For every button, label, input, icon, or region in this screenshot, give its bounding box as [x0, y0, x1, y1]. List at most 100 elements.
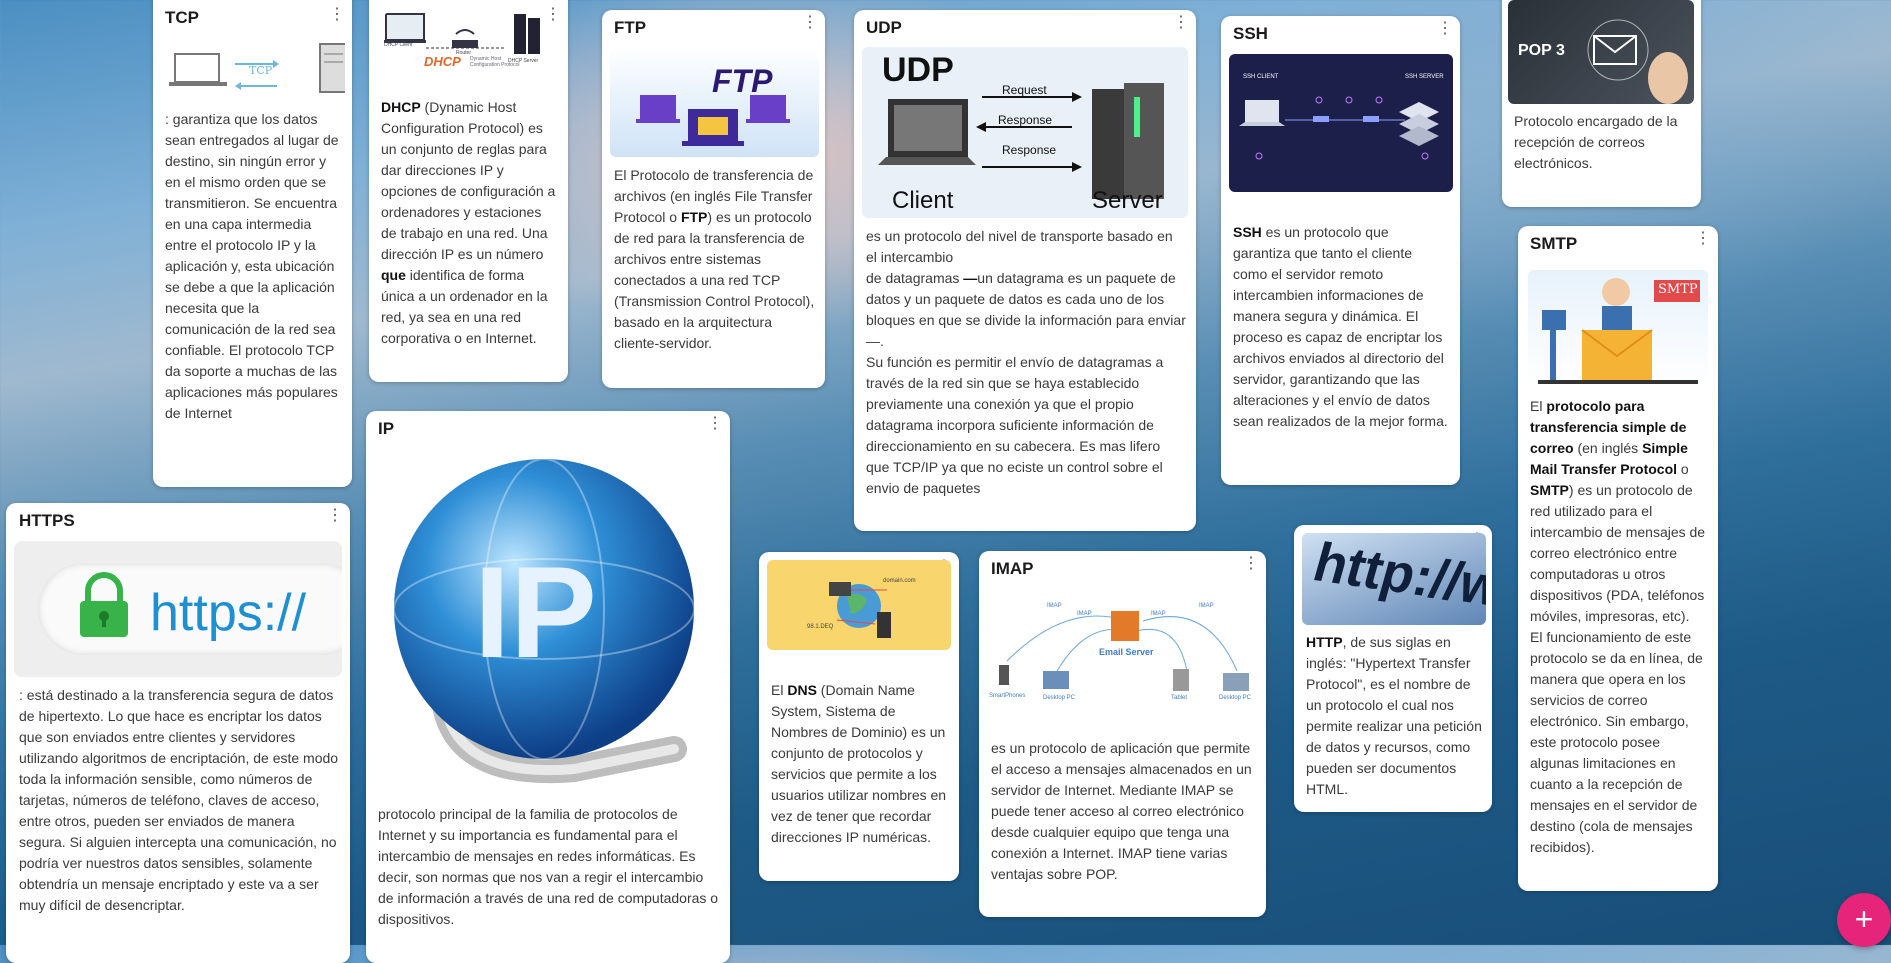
- card-title: IP: [378, 419, 395, 438]
- more-options-icon[interactable]: ⋮: [327, 507, 343, 524]
- dns-image-ip: 98.1.DEQ: [807, 624, 834, 630]
- dhcp-image-router-label: Router: [456, 50, 472, 56]
- more-options-icon[interactable]: ⋮: [1243, 555, 1259, 572]
- ssh-image-server: SSH SERVER: [1405, 74, 1444, 80]
- card-imap[interactable]: IMAP ⋮ Email Server IMAP IMAP IMAP IMAP …: [979, 551, 1266, 917]
- imap-image-device: Tablet: [1171, 695, 1188, 701]
- dhcp-image-logo: DHCP: [424, 54, 461, 69]
- ip-image: IP: [374, 449, 722, 815]
- card-body: DHCP (Dynamic Host Configuration Protoco…: [381, 97, 558, 349]
- card-pop3[interactable]: ⋮ POP 3 Protocolo encargado de la recepc…: [1502, 0, 1701, 207]
- ftp-image: FTP: [610, 47, 819, 157]
- body-bold: que: [381, 267, 406, 283]
- card-body: es un protocolo de aplicación que permit…: [991, 740, 1252, 882]
- card-dns[interactable]: ⋮ domain.com 98.1.DEQ El DNS (Domain Nam…: [759, 552, 959, 881]
- card-tcp[interactable]: TCP ⋮ TCP : garantiza que los datos sean…: [153, 0, 352, 487]
- more-options-icon[interactable]: ⋮: [1437, 20, 1453, 37]
- card-udp[interactable]: UDP ⋮ UDP Request Response Response Clie…: [854, 10, 1196, 531]
- ssh-image-client: SSH CLIENT: [1243, 74, 1279, 80]
- body-text: El funcionamiento de este protocolo se d…: [1530, 629, 1703, 855]
- udp-image-heading: UDP: [882, 51, 954, 89]
- dhcp-image: DHCP Dynamic Host Configuration Protocol…: [384, 12, 544, 74]
- body-text: Su función es permitir el envío de datag…: [866, 354, 1164, 496]
- card-body: : está destinado a la transferencia segu…: [19, 687, 339, 913]
- imap-image-device: SmartPhones: [989, 693, 1026, 699]
- body-text: El Protocolo de transferencia de archivo…: [614, 167, 814, 225]
- card-body: protocolo principal de la familia de pro…: [378, 806, 719, 927]
- imap-image-device: Desktop PC: [1219, 695, 1252, 701]
- https-image-label: https://: [150, 584, 307, 642]
- tcp-image: TCP: [165, 34, 345, 98]
- udp-image-client: Client: [892, 187, 954, 214]
- card-title: UDP: [866, 18, 902, 37]
- card-http[interactable]: ⋮ http://ww HTTP, de sus siglas en inglé…: [1294, 525, 1492, 812]
- body-bold: protocolo para transferencia simple de c…: [1530, 398, 1687, 456]
- dhcp-image-client-label: DHCP Client: [384, 42, 413, 48]
- body-text: ) es un protocolo de red utilizado para …: [1530, 482, 1706, 624]
- body-text: de datagramas: [866, 270, 964, 286]
- card-title: HTTPS: [19, 511, 75, 530]
- body-text: , de sus siglas en inglés: "Hypertext Tr…: [1306, 634, 1482, 797]
- https-image: https://: [14, 541, 342, 677]
- body-bold: FTP: [680, 209, 708, 225]
- ftp-image-label: FTP: [712, 63, 773, 99]
- smtp-image-label: SMTP: [1658, 282, 1698, 297]
- body-text: ) es un protocolo de red para la transfe…: [614, 209, 815, 351]
- body-text: (Domain Name System, Sistema de Nombres …: [771, 682, 947, 845]
- http-image: http://ww: [1302, 533, 1486, 625]
- body-bold: SMTP: [1530, 482, 1569, 498]
- tcp-image-label: TCP: [249, 64, 273, 77]
- dns-image-domain: domain.com: [883, 578, 916, 584]
- ssh-image: SSH CLIENT SSH SERVER: [1229, 54, 1453, 192]
- card-ssh[interactable]: SSH ⋮ SSH CLIENT SSH SERVER SSH es un pr…: [1221, 16, 1460, 485]
- body-bold: Simple Mail Transfer Protocol: [1530, 440, 1688, 477]
- dns-image: domain.com 98.1.DEQ: [767, 560, 951, 650]
- card-ip[interactable]: IP ⋮ IP protocolo principal de la famili…: [366, 411, 730, 963]
- body-text: El: [1530, 398, 1547, 414]
- body-text: es un protocolo del nivel de transporte …: [866, 228, 1173, 265]
- udp-image-server: Server: [1092, 187, 1163, 214]
- more-options-icon[interactable]: ⋮: [802, 14, 818, 31]
- imap-image-device: Desktop PC: [1043, 695, 1076, 701]
- body-text: (en inglés: [1573, 440, 1643, 456]
- imap-image-server: Email Server: [1099, 647, 1154, 657]
- pop3-image-label: POP 3: [1518, 42, 1565, 59]
- body-bold: DHCP: [381, 99, 421, 115]
- udp-image-request: Request: [1002, 83, 1047, 97]
- more-options-icon[interactable]: ⋮: [707, 415, 723, 432]
- udp-image: UDP Request Response Response Client Ser…: [862, 47, 1188, 218]
- more-options-icon[interactable]: ⋮: [1695, 230, 1711, 247]
- smtp-image: SMTP: [1528, 270, 1708, 388]
- body-text: es un protocolo que garantiza que tanto …: [1233, 224, 1448, 429]
- card-body: : garantiza que los datos sean entregado…: [165, 111, 339, 421]
- card-body: El Protocolo de transferencia de archivo…: [614, 165, 815, 354]
- dhcp-image-server-label: DHCP Server: [508, 58, 539, 64]
- card-ftp[interactable]: FTP ⋮ FTP El Protocolo de transferencia …: [602, 10, 825, 388]
- dhcp-image-caption: Dynamic Host Configuration Protocol: [470, 56, 520, 68]
- body-bold: HTTP: [1306, 634, 1343, 650]
- more-options-icon[interactable]: ⋮: [1173, 14, 1189, 31]
- add-button[interactable]: +: [1837, 893, 1891, 947]
- card-dhcp[interactable]: ⋮ DHCP Dynamic Host Configuration Protoc…: [369, 0, 568, 382]
- more-options-icon[interactable]: ⋮: [545, 6, 561, 23]
- card-title: FTP: [614, 18, 647, 37]
- imap-image-link: IMAP: [1077, 611, 1092, 617]
- http-image-label: http://ww: [1307, 533, 1486, 624]
- card-body: HTTP, de sus siglas en inglés: "Hypertex…: [1306, 632, 1482, 800]
- more-options-icon[interactable]: ⋮: [329, 6, 345, 23]
- card-title: SSH: [1233, 24, 1268, 43]
- card-body: Protocolo encargado de la recepción de c…: [1514, 113, 1678, 171]
- body-bold: SSH: [1233, 224, 1262, 240]
- udp-image-response: Response: [998, 113, 1053, 127]
- card-https[interactable]: HTTPS ⋮ https:// : está destinado a la t…: [6, 503, 350, 963]
- imap-image-link: IMAP: [1047, 603, 1062, 609]
- card-body: El protocolo para transferencia simple d…: [1530, 396, 1708, 858]
- ip-image-label: IP: [474, 539, 597, 685]
- body-text: o: [1677, 461, 1689, 477]
- imap-image-link: IMAP: [1199, 603, 1214, 609]
- pop3-image: POP 3: [1508, 0, 1694, 104]
- imap-image-link: IMAP: [1151, 611, 1166, 617]
- card-smtp[interactable]: SMTP ⋮ SMTP El protocolo para transferen…: [1518, 226, 1718, 891]
- card-body: El DNS (Domain Name System, Sistema de N…: [771, 680, 949, 848]
- card-body: SSH es un protocolo que garantiza que ta…: [1233, 222, 1450, 432]
